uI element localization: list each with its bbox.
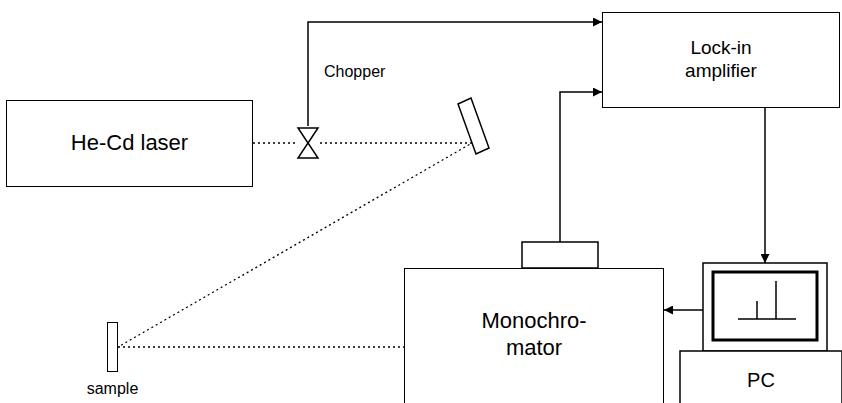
node-label: Lock-in amplifier (671, 37, 771, 83)
light-path (253, 142, 296, 143)
node-label: sample (87, 379, 139, 398)
signal-wire (560, 92, 602, 242)
chopper-outline (296, 126, 320, 160)
monochromator-box: Monochro- mator (404, 268, 664, 403)
detector-box (522, 242, 598, 268)
node-label: Monochro- mator (474, 308, 594, 361)
light-path (118, 346, 404, 347)
node-label: He-Cd laser (71, 130, 188, 156)
chopper-symbol: Chopper (296, 126, 320, 160)
node-label: Chopper (324, 62, 385, 81)
signal-wire (664, 309, 703, 311)
signal-wire (764, 108, 766, 263)
signal-wire (308, 22, 602, 126)
node-label: PC (680, 368, 842, 392)
lockin-box: Lock-in amplifier (602, 12, 840, 108)
laser-box: He-Cd laser (6, 100, 253, 187)
mirror (458, 98, 489, 154)
sample-plate: sample (107, 322, 118, 372)
pc: PC (680, 263, 842, 403)
